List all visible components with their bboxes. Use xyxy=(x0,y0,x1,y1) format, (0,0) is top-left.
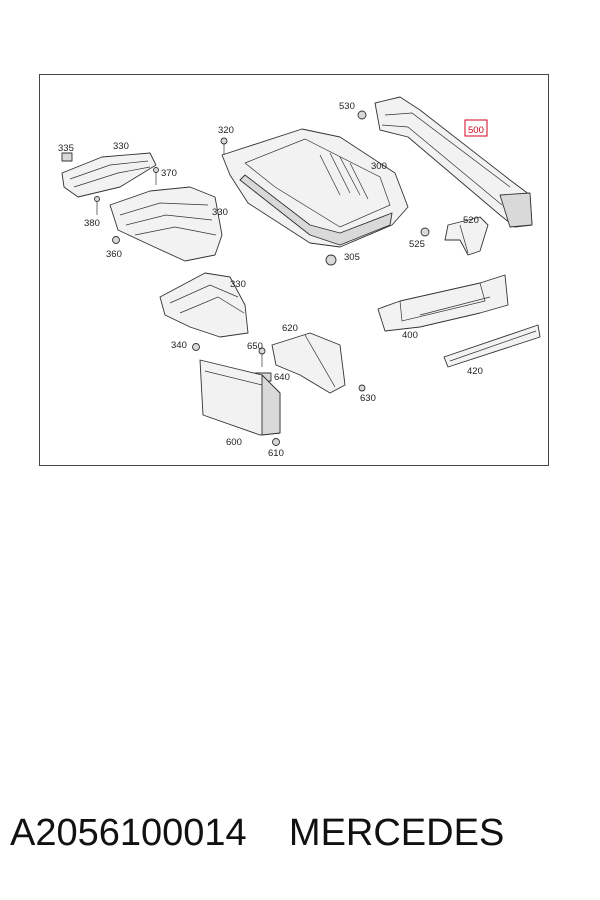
part-caption: A2056100014 MERCEDES xyxy=(10,808,590,858)
label-500: 500 xyxy=(468,125,484,136)
label-300: 300 xyxy=(371,161,387,172)
label-630: 630 xyxy=(360,393,376,404)
label-640: 640 xyxy=(274,372,290,383)
label-370: 370 xyxy=(161,168,177,179)
part-520-bracket xyxy=(444,216,489,256)
part-650-bolt xyxy=(258,347,266,367)
parts-diagram: 335 330 370 380 360 330 320 300 530 500 … xyxy=(58,96,541,459)
part-340-fastener xyxy=(192,343,200,351)
part-330-cover-top xyxy=(61,152,157,198)
part-600-box xyxy=(199,359,281,436)
part-630-bolt xyxy=(358,384,366,392)
label-330-middle: 330 xyxy=(212,207,228,218)
highlight-box-500 xyxy=(464,119,488,137)
label-525: 525 xyxy=(409,239,425,250)
label-600: 600 xyxy=(226,437,242,448)
brand-text: MERCEDES xyxy=(288,812,505,854)
parts-diagram-frame: 335 330 370 380 360 330 320 300 530 500 … xyxy=(39,74,549,466)
label-335: 335 xyxy=(58,143,74,154)
part-335-clip xyxy=(61,152,73,162)
label-380: 380 xyxy=(84,218,100,229)
part-620-panel xyxy=(271,332,346,394)
label-360: 360 xyxy=(106,249,122,260)
part-500-crossmember xyxy=(374,96,533,228)
part-530-nut xyxy=(357,110,367,120)
part-320-bolt xyxy=(220,137,228,155)
part-400-rail xyxy=(377,274,509,332)
part-305-nut xyxy=(325,254,337,266)
label-305: 305 xyxy=(344,252,360,263)
part-610-nut xyxy=(272,438,280,446)
part-420-strip xyxy=(443,324,541,368)
label-530: 530 xyxy=(339,101,355,112)
label-340: 340 xyxy=(171,340,187,351)
part-380-bolt xyxy=(94,196,100,215)
label-330-lower: 330 xyxy=(230,279,246,290)
part-330-cover-lower xyxy=(159,272,249,338)
label-650: 650 xyxy=(247,341,263,352)
label-420: 420 xyxy=(467,366,483,377)
label-620: 620 xyxy=(282,323,298,334)
label-610: 610 xyxy=(268,448,284,459)
part-300-tub xyxy=(221,128,409,248)
label-320: 320 xyxy=(218,125,234,136)
part-370-bolt xyxy=(153,167,159,185)
part-330-cover-middle xyxy=(109,186,223,262)
part-525-bolt xyxy=(420,227,430,237)
part-number-text: A2056100014 xyxy=(10,812,247,854)
part-360-nut xyxy=(112,236,120,244)
label-400: 400 xyxy=(402,330,418,341)
label-520: 520 xyxy=(463,215,479,226)
label-330-top: 330 xyxy=(113,141,129,152)
